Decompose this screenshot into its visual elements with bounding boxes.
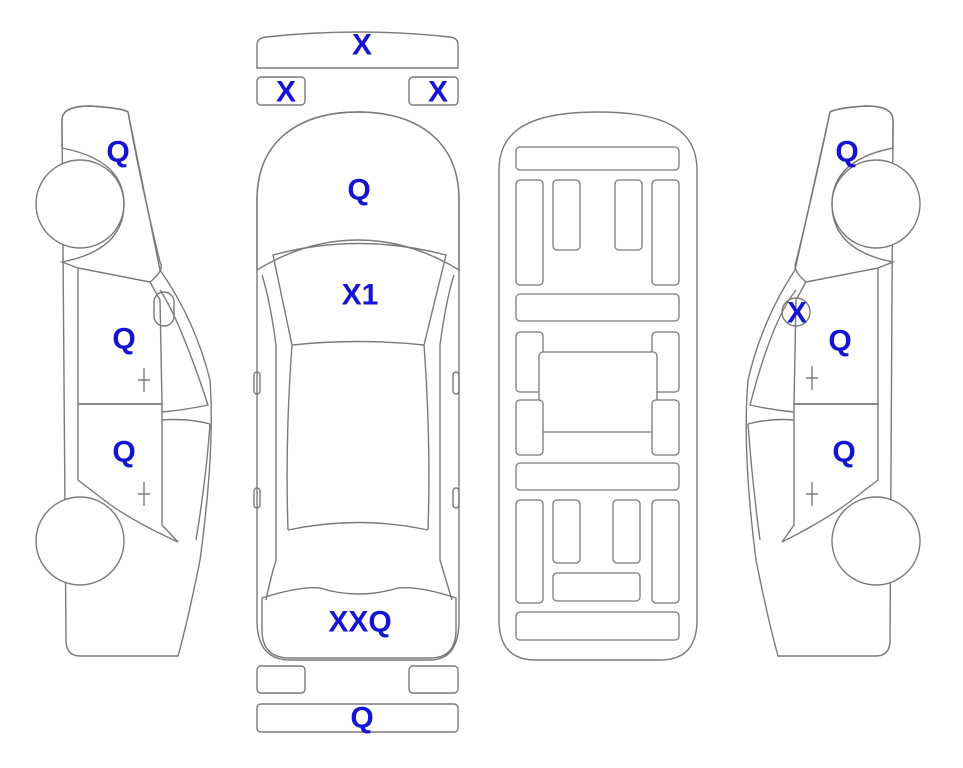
underframe-left-front-rail — [515, 179, 544, 286]
right-front-fender[interactable] — [794, 105, 896, 283]
right-side-glass-top — [439, 274, 455, 601]
left-side-view: Q Q Q — [35, 105, 212, 657]
left-headlight-label: X — [276, 76, 296, 109]
underframe-center-left-front — [552, 179, 581, 251]
right-window-line — [749, 289, 797, 413]
front-bumper-label: X — [352, 29, 372, 62]
rear-window[interactable] — [261, 587, 457, 659]
left-rear-wheel — [35, 496, 125, 586]
windshield-label: X1 — [342, 279, 379, 312]
underframe-right-rear-rail — [651, 499, 680, 604]
underframe-left-rear-rail — [515, 499, 544, 604]
right-rear-handle — [806, 482, 818, 506]
left-taillight — [256, 665, 306, 694]
left-front-door-label: Q — [112, 323, 135, 356]
right-taillight — [408, 665, 459, 694]
left-rear-handle — [138, 482, 150, 506]
right-rear-door-label: Q — [832, 436, 855, 469]
underframe-center-panel — [538, 351, 658, 433]
windshield[interactable] — [272, 242, 447, 346]
rear-bumper-label: Q — [350, 702, 373, 735]
roof-rear-edge — [287, 521, 429, 531]
left-rear-door-label: Q — [112, 436, 135, 469]
left-window-line-rear — [161, 418, 211, 541]
left-mirror-top — [253, 371, 261, 395]
underframe-rear-bar — [515, 611, 680, 641]
left-pillar-line — [286, 344, 293, 531]
underframe-center-right-rear — [612, 499, 641, 564]
left-rear-door[interactable] — [77, 403, 179, 543]
underframe-right-mid-bottom — [651, 399, 680, 456]
rear-bumper[interactable] — [256, 703, 459, 733]
top-view: X X X Q X1 XXQ Q — [253, 29, 460, 735]
right-side-view: Q Q Q X — [745, 105, 921, 657]
underframe-left-mid-bottom — [515, 399, 544, 456]
rear-window-label: XXQ — [328, 606, 391, 639]
left-headlight[interactable] — [256, 76, 306, 106]
underframe-rear-crossmember — [515, 462, 680, 491]
front-bumper[interactable] — [256, 31, 459, 69]
right-headlight[interactable] — [408, 76, 459, 106]
left-side-glass-top — [261, 274, 277, 601]
right-front-door[interactable] — [793, 267, 879, 405]
hood-label: Q — [347, 174, 370, 207]
left-front-door[interactable] — [77, 267, 163, 405]
underframe-right-front-rail — [651, 179, 680, 286]
underframe-front-crossmember — [515, 146, 680, 171]
underside-outline — [498, 111, 698, 661]
underframe-mid-crossmember — [515, 293, 680, 322]
underside-view — [498, 111, 698, 661]
right-handle-top — [452, 487, 460, 509]
left-handle-top — [253, 487, 261, 509]
right-headlight-label: X — [428, 76, 448, 109]
right-front-wheel — [831, 159, 921, 249]
underframe-center-left-rear — [552, 499, 581, 564]
right-window-line-rear — [747, 418, 795, 541]
right-rear-door[interactable] — [781, 403, 879, 543]
right-rear-wheel — [831, 496, 921, 586]
right-front-fender-label: Q — [835, 136, 858, 169]
right-front-handle — [806, 366, 818, 390]
right-mirror-top — [452, 371, 460, 395]
left-front-wheel — [35, 159, 125, 249]
underframe-rear-tank — [552, 572, 641, 602]
left-window-line — [159, 289, 209, 413]
left-front-fender[interactable] — [59, 105, 162, 283]
left-front-handle — [138, 368, 150, 392]
right-front-door-label: Q — [828, 325, 851, 358]
hood[interactable] — [256, 111, 460, 272]
left-front-fender-label: Q — [106, 136, 129, 169]
underframe-center-right-front — [614, 179, 643, 251]
right-pillar-line — [423, 344, 430, 531]
right-mirror-label: X — [787, 297, 807, 330]
left-mirror — [153, 291, 175, 327]
